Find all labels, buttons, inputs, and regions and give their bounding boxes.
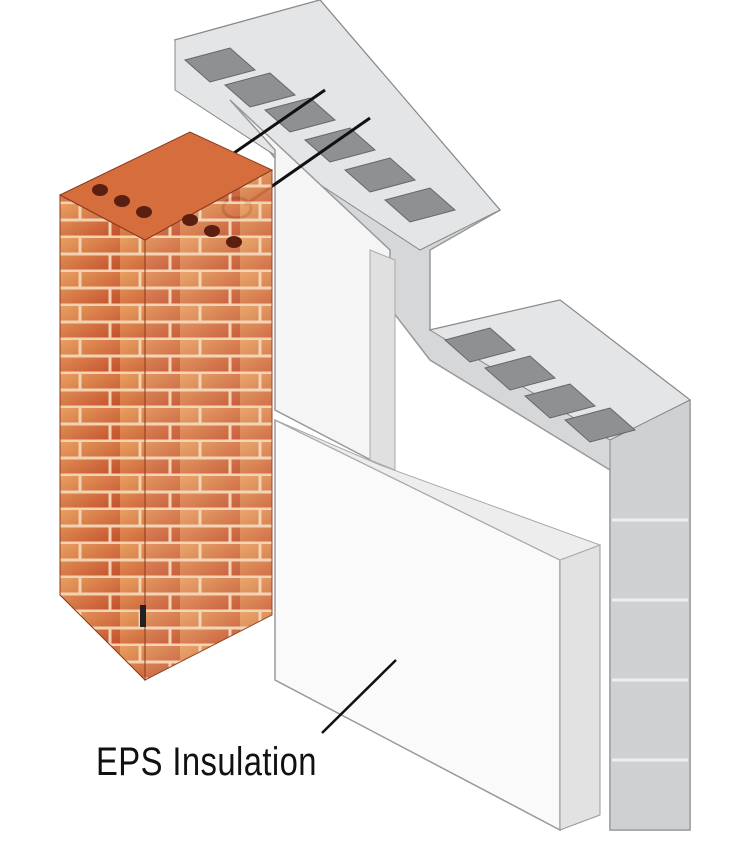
eps-insulation-label: EPS Insulation [96, 740, 317, 784]
eps-insulation-panel [229, 99, 602, 832]
brick-veneer [58, 131, 274, 682]
concrete-block-wall [173, 0, 691, 831]
label-leader-line [321, 659, 397, 734]
block-cells [183, 47, 637, 443]
brick-holes [92, 184, 242, 248]
